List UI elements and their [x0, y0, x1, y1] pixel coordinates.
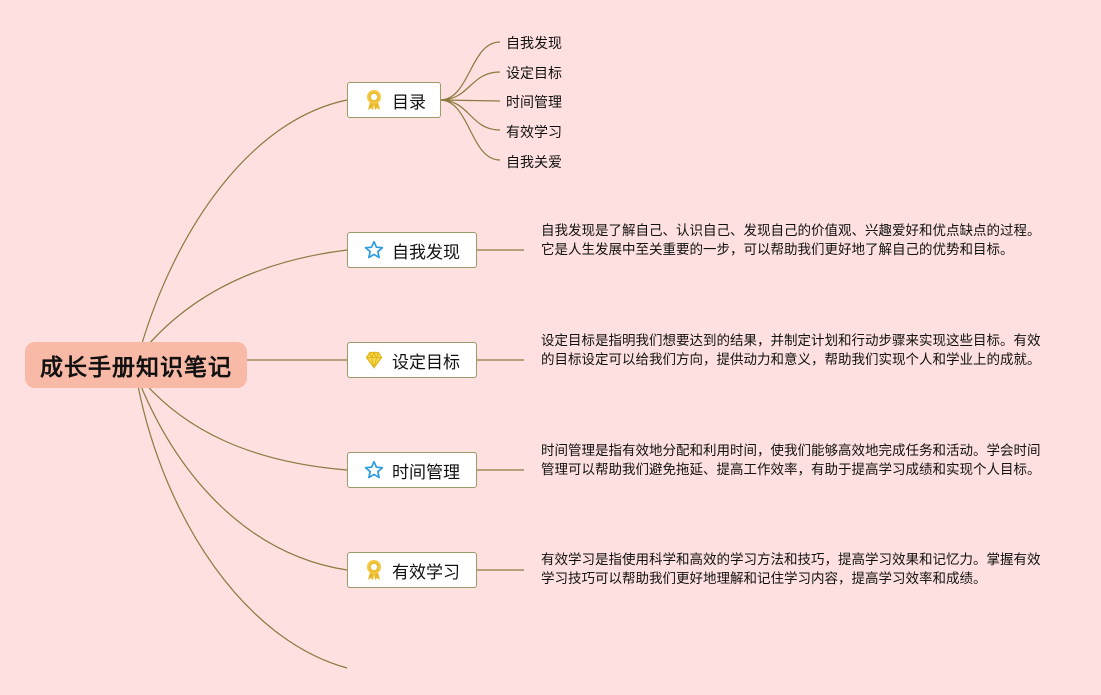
topic-description: 自我发现是了解自己、认识自己、发现自己的价值观、兴趣爱好和优点缺点的过程。它是人…: [541, 223, 1041, 258]
star-outline-icon: [364, 239, 386, 261]
connector-toc-5: [439, 99, 501, 161]
connector-root-toc: [139, 99, 348, 351]
topic-label: 自我发现: [392, 242, 460, 263]
connector-root-care: [137, 385, 348, 669]
topic-node-time-management[interactable]: 时间管理: [347, 452, 477, 488]
connector-root-learn: [139, 383, 348, 571]
topic-node-set-goals[interactable]: 设定目标: [347, 342, 477, 378]
toc-item[interactable]: 设定目标: [506, 66, 562, 82]
star-outline-icon: [364, 459, 386, 481]
topic-description: 时间管理是指有效地分配和利用时间，使我们能够高效地完成任务和活动。学会时间管理可…: [541, 443, 1041, 478]
topic-description: 有效学习是指使用科学和高效的学习方法和技巧，提高学习效果和记忆力。掌握有效学习技…: [541, 552, 1041, 587]
toc-item[interactable]: 有效学习: [506, 125, 562, 141]
topic-label: 设定目标: [392, 352, 460, 373]
topic-node-self-discovery[interactable]: 自我发现: [347, 232, 477, 268]
connector-toc-3: [439, 99, 501, 102]
topic-label: 目录: [392, 92, 426, 113]
root-node[interactable]: 成长手册知识笔记: [25, 342, 247, 388]
topic-node-effective-learning[interactable]: 有效学习: [347, 552, 477, 588]
connector-root-self: [141, 249, 348, 353]
award-ribbon-icon: [364, 89, 386, 111]
topic-description: 设定目标是指明我们想要达到的结果，并制定计划和行动步骤来实现这些目标。有效的目标…: [541, 333, 1041, 368]
toc-item[interactable]: 自我发现: [506, 36, 562, 52]
toc-item[interactable]: 自我关爱: [506, 155, 562, 171]
connector-toc-4: [439, 99, 501, 131]
diamond-icon: [364, 349, 386, 371]
connector-root-time: [141, 379, 348, 471]
toc-item[interactable]: 时间管理: [506, 95, 562, 111]
award-ribbon-icon: [364, 559, 386, 581]
topic-label: 有效学习: [392, 562, 460, 583]
topic-node-toc[interactable]: 目录: [347, 82, 441, 118]
connector-toc-2: [439, 71, 501, 101]
topic-label: 时间管理: [392, 462, 460, 483]
connector-toc-1: [439, 41, 501, 101]
